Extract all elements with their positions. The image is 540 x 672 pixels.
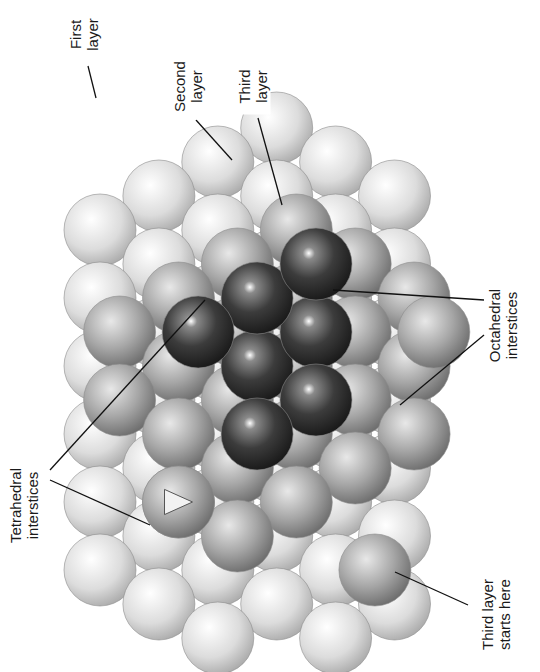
callout-label: Octahedral interstices	[486, 275, 521, 375]
leader-line	[400, 335, 484, 405]
tetrahedral-hole	[165, 489, 193, 514]
third-layer-start-sphere	[398, 296, 470, 368]
leader-line	[258, 118, 282, 205]
third-layer-sphere	[221, 398, 293, 470]
callout-label: Second layer	[171, 53, 206, 119]
third-layer-sphere	[280, 228, 352, 300]
leader-line	[395, 572, 468, 605]
leader-line	[333, 290, 484, 300]
callout-label: First layer	[67, 6, 102, 62]
first-layer-sphere	[300, 602, 372, 672]
leader-line	[50, 480, 150, 525]
third-layer-start-sphere	[339, 534, 411, 606]
leader-line	[88, 66, 96, 98]
callout-label: Third layer starts here	[479, 566, 514, 662]
callout-label: Tetrahedral interstices	[7, 453, 42, 557]
first-layer-sphere	[182, 602, 254, 672]
second-layer-spheres	[84, 194, 451, 572]
leader-lines	[50, 66, 484, 605]
first-layer-spheres	[64, 92, 431, 672]
leader-line	[50, 300, 205, 470]
third-layer-spheres	[162, 228, 470, 606]
tetrahedral-ring-sphere	[143, 466, 215, 538]
second-layer-sphere	[143, 466, 215, 538]
callout-label: Third layer	[236, 58, 271, 114]
leader-line	[196, 120, 232, 160]
